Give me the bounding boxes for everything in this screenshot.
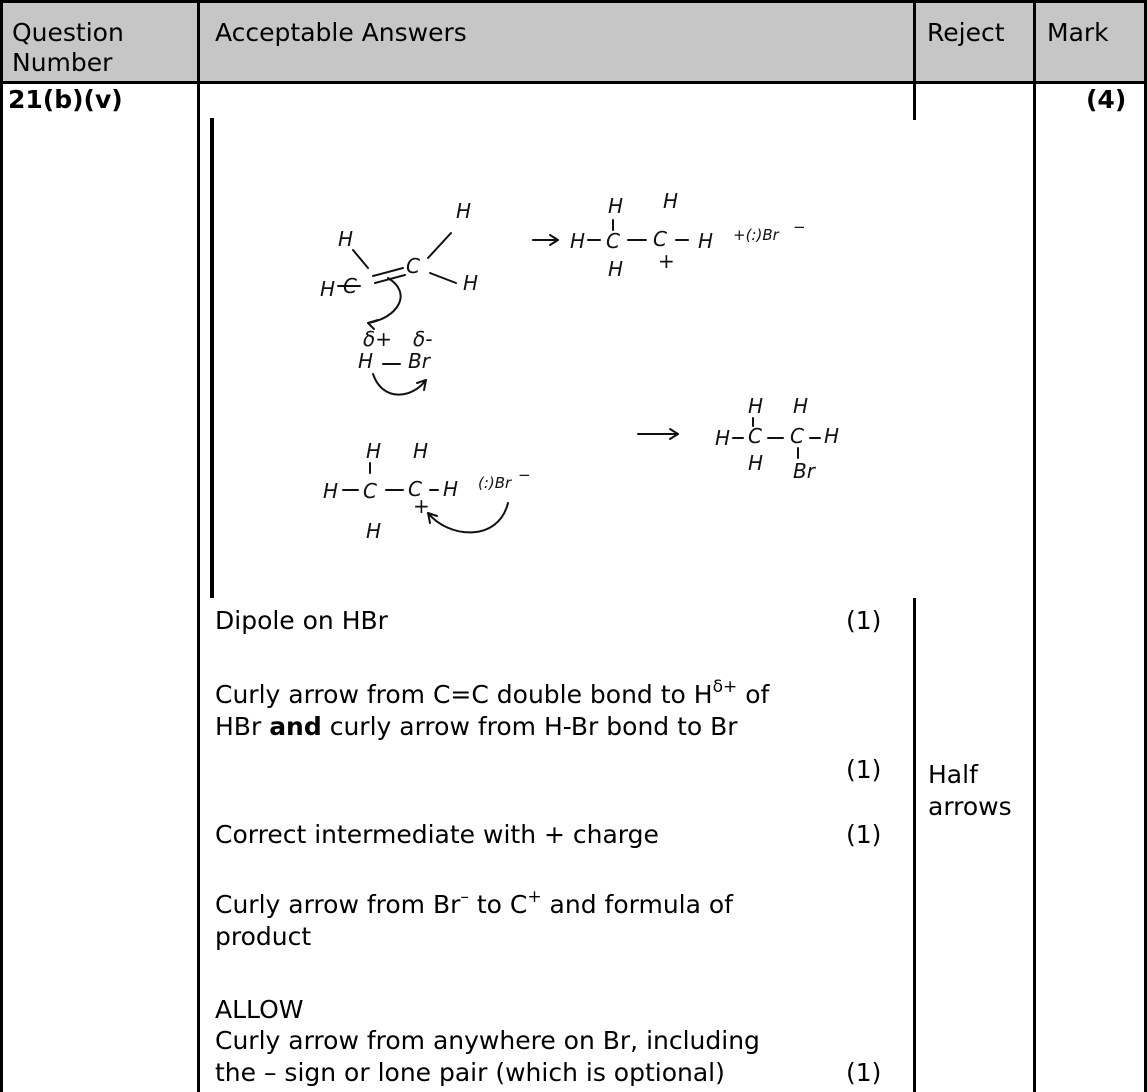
svg-text:C: C [748,424,762,448]
svg-text:H: H [323,479,338,503]
svg-text:H: H [456,199,471,223]
svg-text:C: C [408,477,422,501]
mechanism-sketch: H C C H H H δ+ δ- H Br H H H C C H H [210,118,839,598]
question-id: 21(b)(v) [8,85,123,114]
answer-allow-line2: the – sign or lone pair (which is option… [215,1058,725,1087]
svg-text:C: C [406,254,420,278]
svg-text:H: H [824,424,839,448]
answer-dipole: Dipole on HBr [215,606,388,635]
answer-curly-arrow-mark: (1) [846,755,882,784]
table-border-top [0,0,1147,3]
svg-text:H: H [320,277,335,301]
svg-text:H: H [366,519,381,543]
svg-text:H: H [463,271,478,295]
svg-text:H: H [366,439,381,463]
svg-text:H: H [570,229,585,253]
svg-text:−: − [793,218,806,236]
reject-line2: arrows [928,792,1012,821]
answer-intermediate: Correct intermediate with + charge [215,820,659,849]
svg-text:C: C [653,227,667,251]
svg-text:δ-: δ- [413,327,432,351]
header-divider [0,81,1147,84]
svg-text:δ+: δ+ [363,327,392,351]
svg-text:H: H [793,394,808,418]
row-mark: (4) [1086,85,1127,114]
answer-allow-line1: Curly arrow from anywhere on Br, includi… [215,1026,760,1055]
svg-text:(:)Br: (:)Br [478,474,512,492]
mechanism-drawing: H C C H H H δ+ δ- H Br H H H C C H H [208,118,913,598]
header-acceptable-answers: Acceptable Answers [215,18,467,47]
svg-text:+: + [413,494,430,518]
svg-text:H: H [748,451,763,475]
header-reject: Reject [927,18,1005,47]
answer-curly-arrow-line2: HBr and curly arrow from H-Br bond to Br [215,712,738,741]
svg-text:Br: Br [408,349,432,373]
answer-product-line1: Curly arrow from Br– to C+ and formula o… [215,887,733,919]
answer-curly-arrow-line1: Curly arrow from C=C double bond to Hδ+ … [215,677,770,709]
header-question-number: Question Number [12,18,124,77]
svg-text:H: H [358,349,373,373]
svg-text:H: H [715,426,730,450]
svg-text:H: H [443,477,458,501]
header-row-background [0,0,1147,81]
svg-text:H: H [338,227,353,251]
svg-text:C: C [363,479,377,503]
svg-text:H: H [663,189,678,213]
reject-line1: Half [928,760,978,789]
answer-dipole-mark: (1) [846,606,882,635]
svg-text:H: H [608,194,623,218]
column-divider-1 [197,0,200,1092]
header-mark: Mark [1047,18,1109,47]
svg-text:−: − [518,466,531,484]
svg-text:+: + [658,249,675,273]
answer-product-line2: product [215,922,312,951]
svg-text:Br: Br [793,459,817,483]
table-border-right [1144,0,1147,1092]
svg-text:+(:)Br: +(:)Br [733,226,780,244]
answer-intermediate-mark: (1) [846,820,882,849]
svg-text:H: H [698,229,713,253]
table-border-left [0,0,3,1092]
svg-text:C: C [606,229,620,253]
svg-text:H: H [413,439,428,463]
svg-text:C: C [790,424,804,448]
answer-allow-mark: (1) [846,1058,882,1087]
column-divider-2-top [913,0,916,120]
column-divider-2-bottom [913,598,916,1092]
column-divider-3 [1033,0,1036,1092]
svg-text:H: H [748,394,763,418]
svg-text:H: H [608,257,623,281]
answer-allow: ALLOW [215,995,304,1024]
